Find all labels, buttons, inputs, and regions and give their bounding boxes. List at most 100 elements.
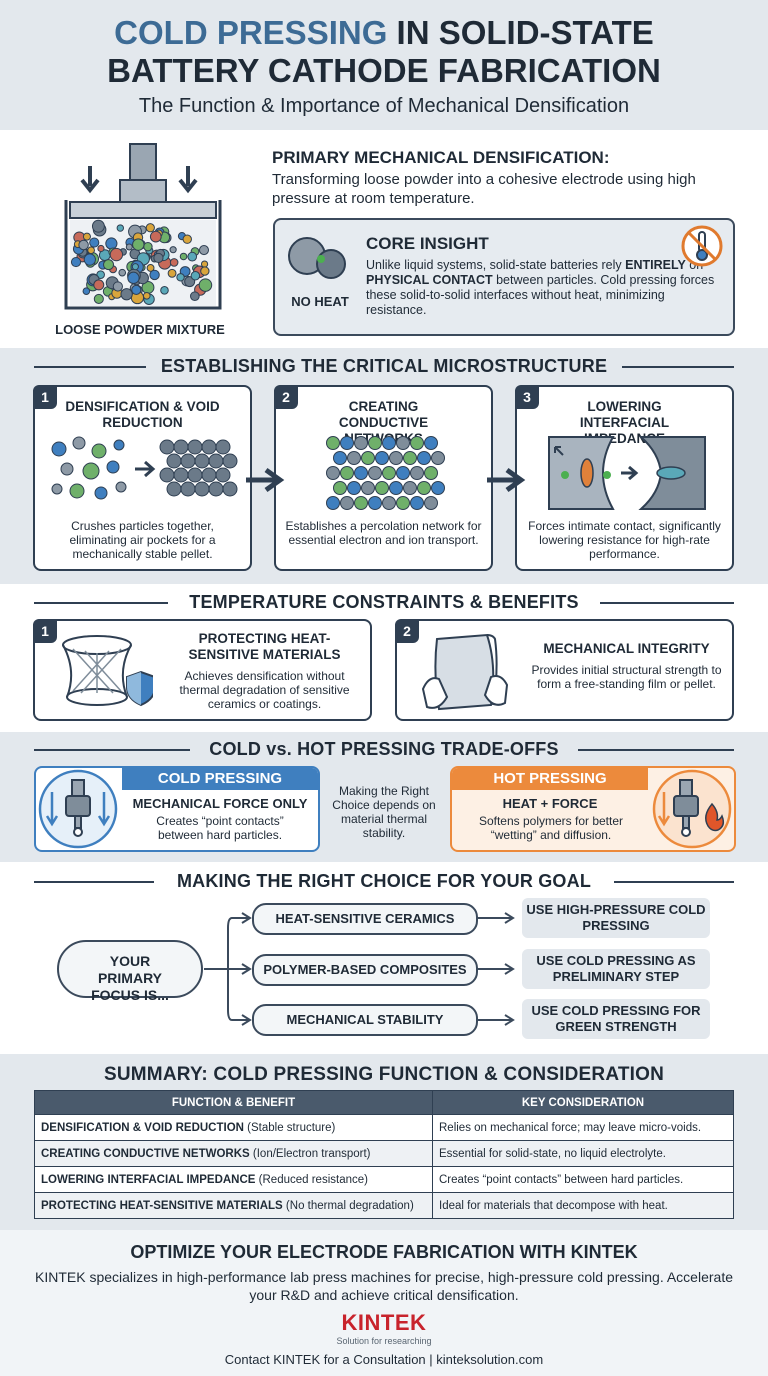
goal-option-1: HEAT-SENSITIVE CERAMICS: [252, 903, 478, 935]
cold-pressing-body: Creates “point contacts” between hard pa…: [156, 814, 284, 842]
particle-contact-icon: [288, 237, 346, 279]
kintek-tagline: Solution for researching: [336, 1336, 432, 1346]
powder-particle: [83, 253, 96, 266]
network-particle: [396, 466, 410, 480]
network-particle: [361, 481, 375, 495]
press-label: LOOSE POWDER MIXTURE: [55, 322, 225, 337]
powder-particle: [131, 284, 142, 295]
card-number: 3: [515, 385, 539, 409]
result-option-3: USE COLD PRESSING FOR GREEN STRENGTH: [522, 999, 710, 1039]
network-particle: [382, 496, 396, 510]
network-particle: [340, 496, 354, 510]
core-text-bold-1: ENTIRELY: [625, 258, 686, 272]
card-title: DENSIFICATION & VOID REDUCTION: [65, 399, 220, 430]
dense-particle: [201, 467, 217, 483]
powder-particle: [167, 268, 177, 278]
tradeoff-middle-text: Making the Right Choice depends on mater…: [332, 784, 436, 840]
network-particle: [347, 451, 361, 465]
no-heat-label: NO HEAT: [291, 294, 349, 309]
cold-pressing-sub: MECHANICAL FORCE ONLY: [132, 796, 308, 811]
title-rest: IN SOLID-STATE: [387, 14, 654, 51]
card-body: Achieves densification without thermal d…: [179, 669, 350, 711]
dense-particle: [215, 439, 231, 455]
loose-particle: [51, 441, 67, 457]
intro-text: Transforming loose powder into a cohesiv…: [272, 171, 696, 207]
cold-pressing-header: COLD PRESSING: [122, 768, 318, 790]
network-particle: [326, 466, 340, 480]
network-particle: [326, 496, 340, 510]
dense-particle: [166, 453, 182, 469]
card-number: 2: [274, 385, 298, 409]
loose-particle: [106, 460, 120, 474]
function-name: LOWERING INTERFACIAL IMPEDANCE: [41, 1173, 256, 1186]
void-reduction-illustration: [51, 436, 238, 500]
powder-particle: [82, 287, 91, 295]
dense-particle: [180, 481, 196, 497]
rule-right: [600, 602, 734, 604]
powder-particle: [198, 245, 210, 256]
micro-card-1: 1 DENSIFICATION & VOID REDUCTION Crushes…: [33, 385, 252, 571]
network-particle: [417, 451, 431, 465]
powder-particle: [127, 271, 140, 285]
dense-particle: [215, 467, 231, 483]
powder-particle: [143, 241, 153, 252]
rule-right: [614, 881, 734, 883]
card-number: 1: [33, 619, 57, 643]
dense-particle: [194, 453, 210, 469]
header-band: [0, 0, 768, 130]
dense-particle: [201, 439, 217, 455]
core-insight-title: CORE INSIGHT: [366, 234, 489, 253]
powder-particle: [153, 252, 164, 264]
function-cell: PROTECTING HEAT-SENSITIVE MATERIALS (No …: [34, 1192, 433, 1219]
flow-arrow-icon: [487, 467, 526, 493]
powder-particle: [160, 286, 169, 295]
core-insight-box: [273, 218, 735, 336]
table-row: CREATING CONDUCTIVE NETWORKS (Ion/Electr…: [34, 1140, 734, 1167]
table-row: PROTECTING HEAT-SENSITIVE MATERIALS (No …: [34, 1192, 734, 1219]
rule-left: [34, 749, 190, 751]
kintek-logo: KINTEK: [341, 1310, 427, 1335]
tradeoffs-title: COLD vs. HOT PRESSING TRADE-OFFS: [209, 739, 559, 759]
contact-link[interactable]: Contact KINTEK for a Consultation | kint…: [224, 1352, 544, 1367]
powder-particle: [182, 234, 192, 244]
loose-particle: [72, 436, 86, 450]
function-detail: (Reduced resistance): [255, 1173, 368, 1186]
loose-particle: [115, 481, 127, 493]
free-standing-film-icon: [421, 633, 509, 711]
hot-pressing-header: HOT PRESSING: [452, 768, 648, 790]
footer-title: OPTIMIZE YOUR ELECTRODE FABRICATION WITH…: [130, 1242, 638, 1262]
network-particle: [361, 451, 375, 465]
dense-particle: [222, 481, 238, 497]
dense-particle: [222, 453, 238, 469]
powder-particle: [169, 246, 177, 254]
hot-pressing-sub: HEAT + FORCE: [502, 796, 598, 811]
summary-title: SUMMARY: COLD PRESSING FUNCTION & CONSID…: [103, 1064, 665, 1085]
network-particle: [431, 481, 445, 495]
consideration-cell: Essential for solid-state, no liquid ele…: [432, 1140, 734, 1167]
powder-particle: [190, 270, 201, 281]
temp-card-2: 2 MECHANICAL INTEGRITY Provides initial …: [395, 619, 734, 721]
powder-particle: [142, 291, 151, 300]
goal-option-2: POLYMER-BASED COMPOSITES: [252, 954, 478, 986]
powder-particle: [93, 293, 104, 304]
goal-option-3: MECHANICAL STABILITY: [252, 1004, 478, 1036]
conductive-network-illustration: [326, 436, 445, 510]
network-particle: [354, 436, 368, 450]
page-subtitle: The Function & Importance of Mechanical …: [138, 95, 630, 117]
dense-particle: [187, 439, 203, 455]
powder-particle: [89, 237, 100, 248]
choice-title: MAKING THE RIGHT CHOICE FOR YOUR GOAL: [176, 871, 592, 891]
consideration-cell: Creates “point contacts” between hard pa…: [432, 1166, 734, 1193]
network-particle: [382, 466, 396, 480]
powder-particle: [145, 223, 155, 233]
network-particle: [431, 451, 445, 465]
rule-left: [34, 881, 154, 883]
page-title: COLD PRESSING IN SOLID-STATE BATTERY CAT…: [0, 14, 768, 90]
powder-particle: [200, 260, 209, 268]
title-line2: BATTERY CATHODE FABRICATION: [107, 52, 661, 89]
micro-card-3: 3 LOWERING INTERFACIAL IMPEDANCE Forces …: [515, 385, 734, 571]
flow-arrow-icon: [246, 467, 285, 493]
powder-particle: [109, 247, 124, 262]
powder-particle: [82, 232, 91, 241]
powder-particle: [93, 279, 105, 291]
